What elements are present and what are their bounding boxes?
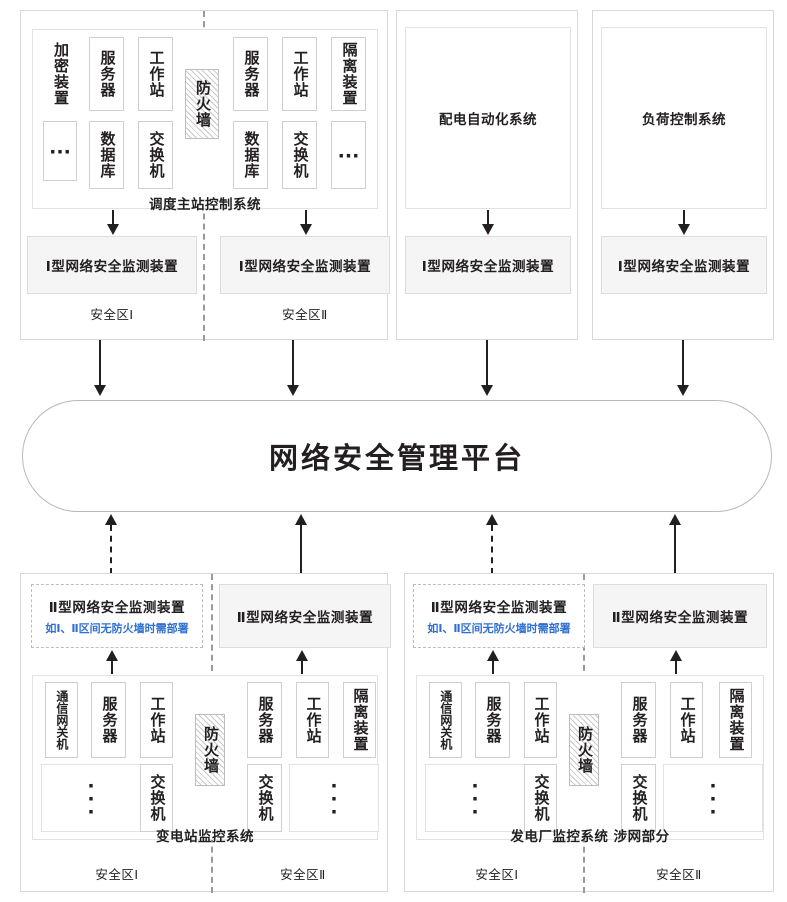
arrow-load-control-to-platform xyxy=(676,340,690,396)
device-isolation-zone2: 隔离装置 xyxy=(331,37,366,111)
device-workstation-substation-zone1: 工作站 xyxy=(140,682,173,758)
device-server-powerplant-zone2: 服务器 xyxy=(621,682,656,758)
arrow-distribution-to-type1 xyxy=(481,210,495,235)
arrow-substation-zone2-to-platform xyxy=(294,514,308,574)
system-distribution-automation: 配电自动化系统 xyxy=(405,27,571,209)
panel-power-plant: Ⅱ型网络安全监测装置 如Ⅰ、Ⅱ区间无防火墙时需部署 Ⅱ型网络安全监测装置 通信网… xyxy=(404,573,774,893)
arrow-substation-devices-zone2 xyxy=(295,650,309,674)
device-ellipsis-substation-1: ··· xyxy=(41,764,141,832)
device-switch-zone2: 交换机 xyxy=(282,121,317,189)
device-workstation-zone2: 工作站 xyxy=(282,37,317,111)
device-switch-substation-zone2: 交换机 xyxy=(247,764,282,832)
type2-monitor-powerplant-zone2: Ⅱ型网络安全监测装置 xyxy=(593,584,767,648)
device-workstation-powerplant-zone2: 工作站 xyxy=(670,682,703,758)
device-server-substation-zone1: 服务器 xyxy=(91,682,126,758)
device-comm-gateway-powerplant: 通信网关机 xyxy=(429,682,462,758)
device-comm-gateway-substation: 通信网关机 xyxy=(45,682,78,758)
device-workstation-powerplant-zone1: 工作站 xyxy=(524,682,557,758)
device-firewall-powerplant: 防火墙 xyxy=(569,714,599,786)
device-ellipsis-powerplant-1: ··· xyxy=(425,764,525,832)
device-server-substation-zone2: 服务器 xyxy=(247,682,282,758)
arrow-powerplant-devices-zone1 xyxy=(486,650,500,674)
arrow-dispatch-zone2-to-type1 xyxy=(299,210,313,235)
arrow-powerplant-devices-zone2 xyxy=(669,650,683,674)
panel-dispatch-master: 加密装置 ··· 服务器 数据库 工作站 交换机 防火墙 服务器 数据库 工作站… xyxy=(20,10,390,341)
device-firewall-dispatch: 防火墙 xyxy=(185,69,219,139)
zone-label-dispatch-2: 安全区Ⅱ xyxy=(282,307,328,322)
device-workstation-substation-zone2: 工作站 xyxy=(296,682,329,758)
device-ellipsis-powerplant-2: ··· xyxy=(663,764,763,832)
label-dispatch-system: 调度主站控制系统 xyxy=(149,197,261,213)
device-ellipsis-2: ··· xyxy=(331,121,366,189)
type2-monitor-substation-zone1-label: Ⅱ型网络安全监测装置 xyxy=(48,600,186,616)
type1-monitor-load-control: Ⅰ型网络安全监测装置 xyxy=(601,236,767,294)
type2-monitor-substation-zone1-note: 如Ⅰ、Ⅱ区间无防火墙时需部署 xyxy=(45,622,189,635)
device-database-zone2: 数据库 xyxy=(233,121,268,189)
device-isolation-substation: 隔离装置 xyxy=(343,682,376,758)
device-switch-substation-zone1: 交换机 xyxy=(140,764,173,832)
device-ellipsis-substation-2: ··· xyxy=(289,764,379,832)
zone-label-powerplant-1: 安全区Ⅰ xyxy=(475,867,519,882)
type2-monitor-substation-zone1: Ⅱ型网络安全监测装置 如Ⅰ、Ⅱ区间无防火墙时需部署 xyxy=(31,584,203,648)
type1-monitor-dispatch-zone1: Ⅰ型网络安全监测装置 xyxy=(27,236,197,294)
zone-label-powerplant-2: 安全区Ⅱ xyxy=(656,867,702,882)
device-ellipsis-1: ··· xyxy=(43,121,77,181)
device-server-zone2: 服务器 xyxy=(233,37,268,111)
network-security-management-platform: 网络安全管理平台 xyxy=(22,400,772,512)
panel-distribution-automation: 配电自动化系统 Ⅰ型网络安全监测装置 xyxy=(396,10,578,340)
panel-substation: Ⅱ型网络安全监测装置 如Ⅰ、Ⅱ区间无防火墙时需部署 Ⅱ型网络安全监测装置 通信网… xyxy=(20,573,391,893)
device-isolation-powerplant: 隔离装置 xyxy=(719,682,752,758)
arrow-powerplant-zone2-to-platform xyxy=(668,514,682,574)
arrow-dispatch-zone1-to-type1 xyxy=(106,210,120,235)
device-firewall-substation: 防火墙 xyxy=(195,714,225,786)
type2-monitor-substation-zone2: Ⅱ型网络安全监测装置 xyxy=(219,584,391,648)
panel-load-control: 负荷控制系统 Ⅰ型网络安全监测装置 xyxy=(592,10,774,340)
device-switch-zone1: 交换机 xyxy=(138,121,173,189)
arrow-load-control-to-type1 xyxy=(677,210,691,235)
type2-monitor-powerplant-zone1-label: Ⅱ型网络安全监测装置 xyxy=(430,600,568,616)
device-workstation-zone1: 工作站 xyxy=(138,37,173,111)
arrow-distribution-to-platform xyxy=(480,340,494,396)
arrow-dispatch-zone1-to-platform xyxy=(93,340,107,396)
device-server-zone1: 服务器 xyxy=(89,37,124,111)
arrow-substation-devices-zone1 xyxy=(105,650,119,674)
arrow-dispatch-zone2-to-platform xyxy=(286,340,300,396)
type2-monitor-powerplant-zone1: Ⅱ型网络安全监测装置 如Ⅰ、Ⅱ区间无防火墙时需部署 xyxy=(413,584,585,648)
device-encryption: 加密装置 xyxy=(51,42,70,106)
device-database-zone1: 数据库 xyxy=(89,121,124,189)
label-substation-system: 变电站监控系统 xyxy=(156,829,254,845)
arrow-powerplant-zone1-to-platform xyxy=(485,514,499,574)
device-server-powerplant-zone1: 服务器 xyxy=(475,682,510,758)
label-powerplant-system: 发电厂监控系统 涉网部分 xyxy=(510,829,670,845)
zone-label-substation-2: 安全区Ⅱ xyxy=(280,867,326,882)
type1-monitor-distribution: Ⅰ型网络安全监测装置 xyxy=(405,236,571,294)
zone-label-dispatch-1: 安全区Ⅰ xyxy=(90,307,134,322)
type1-monitor-dispatch-zone2: Ⅰ型网络安全监测装置 xyxy=(220,236,390,294)
zone-label-substation-1: 安全区Ⅰ xyxy=(95,867,139,882)
arrow-substation-zone1-to-platform xyxy=(104,514,118,574)
device-switch-powerplant-zone2: 交换机 xyxy=(621,764,656,832)
device-switch-powerplant-zone1: 交换机 xyxy=(524,764,557,832)
type2-monitor-powerplant-zone1-note: 如Ⅰ、Ⅱ区间无防火墙时需部署 xyxy=(427,622,571,635)
system-load-control: 负荷控制系统 xyxy=(601,27,767,209)
